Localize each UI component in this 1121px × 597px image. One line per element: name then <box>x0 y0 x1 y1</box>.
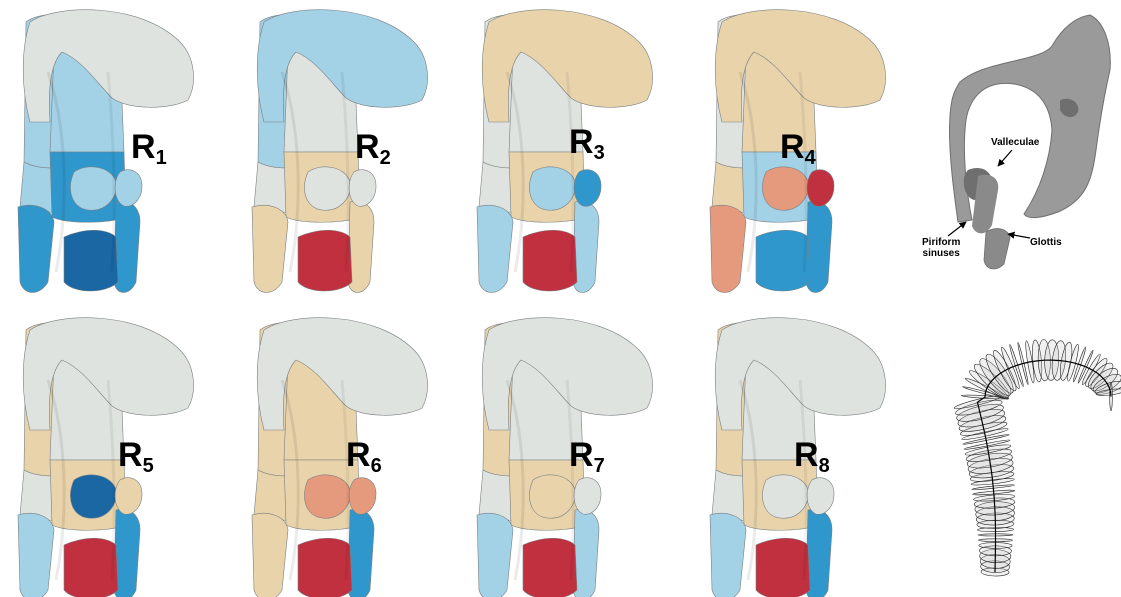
glottis-label: Glottis <box>1030 237 1062 248</box>
airway-model-r6 <box>252 318 428 597</box>
panel-label-subscript: 1 <box>156 147 167 169</box>
piriform-sinuses-label: Piriform sinuses <box>922 237 960 259</box>
airway-model-r2 <box>252 10 428 293</box>
lobeR-region <box>807 170 834 207</box>
panel-label-subscript: 4 <box>805 147 816 169</box>
sinusL-region <box>18 513 54 597</box>
larynx-region <box>298 230 352 291</box>
piriform-label-line2: sinuses <box>922 248 960 259</box>
panel-label-r5: R5 <box>118 438 154 476</box>
panel-label-r3: R3 <box>569 125 605 163</box>
panel-label-r6: R6 <box>346 438 382 476</box>
lobeR-region <box>115 170 142 207</box>
valleculae-arrow <box>998 150 1012 166</box>
lobeR-region <box>574 478 601 515</box>
panel-label-r1: R1 <box>131 130 167 168</box>
larynx-region <box>523 538 577 597</box>
sinusL-region <box>477 513 513 597</box>
airway-model-r7 <box>477 318 653 597</box>
sinusL-region <box>18 205 54 292</box>
panel-label-subscript: 8 <box>819 455 830 477</box>
glottis-arrow <box>1008 234 1030 238</box>
panel-label-subscript: 7 <box>594 455 605 477</box>
panel-label-r4: R4 <box>780 130 816 168</box>
lobeR-region <box>574 170 601 207</box>
larynx-region <box>756 230 810 291</box>
airway-model-r1 <box>18 10 194 293</box>
sinusL-region <box>252 513 288 597</box>
sinusL-region <box>710 513 746 597</box>
panel-label-r2: R2 <box>355 130 391 168</box>
valleculae-label: Valleculae <box>991 137 1039 148</box>
airway-model-r3 <box>477 10 653 293</box>
lobeR-region <box>807 478 834 515</box>
panel-label-subscript: 6 <box>371 455 382 477</box>
glottis-region <box>984 229 1010 269</box>
lobeR-region <box>349 170 376 207</box>
sinusL-region <box>252 205 288 292</box>
lobeR-region <box>115 478 142 515</box>
larynx-region <box>64 538 118 597</box>
lobeR-region <box>349 478 376 515</box>
panel-label-subscript: 2 <box>380 147 391 169</box>
piriform-label-line1: Piriform <box>922 237 960 248</box>
airway-model-r5 <box>18 318 194 597</box>
larynx-region <box>756 538 810 597</box>
panel-label-subscript: 5 <box>143 455 154 477</box>
larynx-region <box>523 230 577 291</box>
piriform-arrow <box>948 222 966 236</box>
panel-label-subscript: 3 <box>594 142 605 164</box>
larynx-region <box>298 538 352 597</box>
cross-section-model <box>954 339 1121 576</box>
panel-label-r8: R8 <box>794 438 830 476</box>
sinusL-region <box>477 205 513 292</box>
larynx-region <box>64 230 118 291</box>
sinusL-region <box>710 205 746 292</box>
panel-label-r7: R7 <box>569 438 605 476</box>
